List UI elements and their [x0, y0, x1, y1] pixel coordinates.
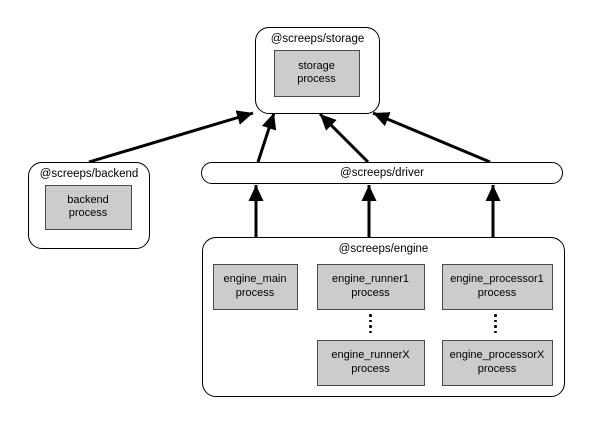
node-backend: @screeps/backend backend process	[28, 162, 150, 249]
backend-process-box: backend process	[44, 184, 132, 230]
node-storage-title: @screeps/storage	[270, 33, 365, 45]
engine-runnerX-process-box: engine_runnerX process	[316, 339, 425, 386]
arrow-driver-to-storage-left	[256, 112, 277, 163]
node-backend-title: @screeps/backend	[39, 168, 139, 180]
node-engine-title: @screeps/engine	[338, 243, 429, 255]
engine-runner1-process-box: engine_runner1 process	[316, 263, 425, 310]
runner-vertical-ellipsis-icon	[369, 314, 372, 333]
node-storage: @screeps/storage storage process	[255, 27, 380, 114]
arrow-driver-to-storage-mid	[318, 112, 370, 164]
engine-processorX-process-box: engine_processorX process	[441, 339, 553, 386]
arrow-driver-to-storage-right	[372, 111, 491, 164]
processor-vertical-ellipsis-icon	[494, 314, 497, 333]
arrow-backend-to-storage	[88, 110, 254, 164]
node-engine: @screeps/engine engine_main process engi…	[202, 237, 565, 397]
engine-main-process-box: engine_main process	[212, 263, 298, 310]
engine-processor1-process-box: engine_processor1 process	[441, 263, 553, 310]
storage-process-box: storage process	[273, 49, 360, 97]
node-driver: @screeps/driver	[201, 162, 563, 184]
node-driver-title: @screeps/driver	[340, 167, 424, 179]
